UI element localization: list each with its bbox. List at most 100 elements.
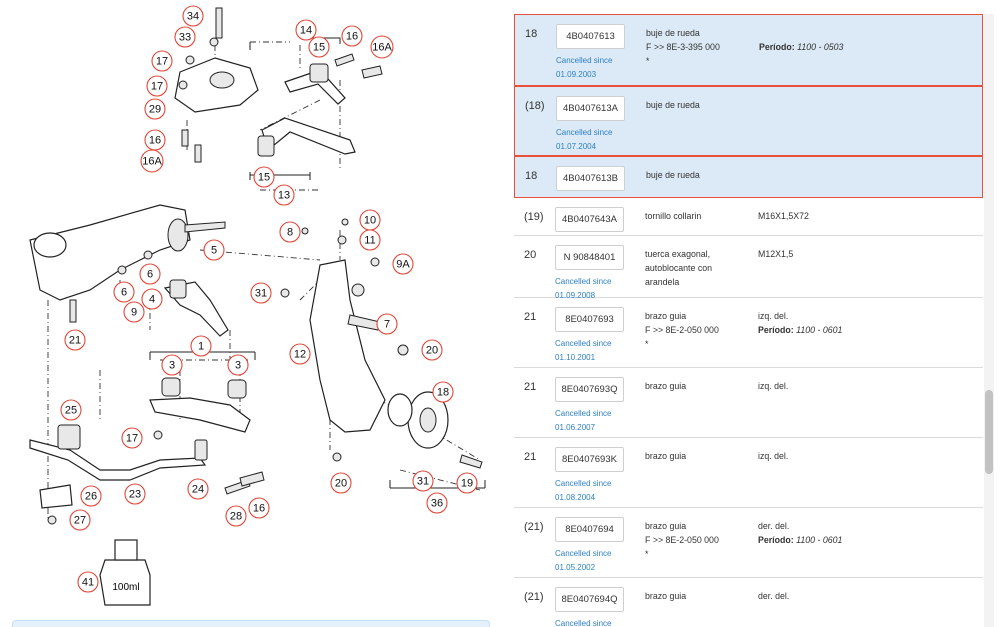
period-value: 1100 - 0601 <box>796 325 843 335</box>
part-number-button[interactable]: 8E0407694Q <box>555 587 624 612</box>
callout-6[interactable]: 6 <box>113 281 135 303</box>
callout-5[interactable]: 5 <box>203 239 225 261</box>
exploded-diagram[interactable]: 100ml 343314151616A1717291616A1513810119… <box>0 0 500 627</box>
callout-16a[interactable]: 16A <box>370 35 394 59</box>
callout-17[interactable]: 17 <box>121 427 143 449</box>
callout-28[interactable]: 28 <box>225 505 247 527</box>
callout-16[interactable]: 16 <box>341 25 363 47</box>
callout-18[interactable]: 18 <box>432 381 454 403</box>
callout-41[interactable]: 41 <box>77 571 99 593</box>
callout-31[interactable]: 31 <box>250 282 272 304</box>
svg-text:3: 3 <box>235 360 241 372</box>
callout-25[interactable]: 25 <box>60 399 82 421</box>
callout-29[interactable]: 29 <box>144 98 166 120</box>
svg-text:18: 18 <box>437 387 449 399</box>
description-line-2: F >> 8E-2-050 000 <box>645 325 719 335</box>
part-number-button[interactable]: N 90848401 <box>555 245 624 270</box>
part-spec: Período: 1100 - 0503 <box>759 26 979 54</box>
spec-text: izq. del. <box>758 381 789 391</box>
svg-text:8: 8 <box>287 227 293 239</box>
callout-19[interactable]: 19 <box>456 472 478 494</box>
callout-9a[interactable]: 9A <box>392 253 414 275</box>
callout-3[interactable]: 3 <box>227 354 249 376</box>
callout-17[interactable]: 17 <box>146 75 168 97</box>
part-position: 21 <box>524 311 537 323</box>
svg-text:23: 23 <box>129 489 141 501</box>
part-row[interactable]: 18 4B0407613B buje de rueda <box>514 156 983 198</box>
callout-16[interactable]: 16 <box>144 129 166 151</box>
callout-34[interactable]: 34 <box>182 5 204 27</box>
description-line-1: brazo guia <box>645 311 687 321</box>
svg-text:1: 1 <box>198 341 204 353</box>
callout-13[interactable]: 13 <box>273 184 295 206</box>
part-number-button[interactable]: 8E0407693K <box>555 447 624 472</box>
description-line-1: buje de rueda <box>646 170 700 180</box>
callout-17[interactable]: 17 <box>151 50 173 72</box>
callout-14[interactable]: 14 <box>295 19 317 41</box>
part-number-button[interactable]: 4B0407613 <box>556 24 625 49</box>
cancelled-link[interactable]: Cancelled since <box>555 617 625 627</box>
callout-24[interactable]: 24 <box>187 478 209 500</box>
svg-text:20: 20 <box>426 345 438 357</box>
scrollbar-track[interactable] <box>984 14 994 627</box>
callout-23[interactable]: 23 <box>124 483 146 505</box>
callout-9[interactable]: 9 <box>123 301 145 323</box>
callout-3[interactable]: 3 <box>161 354 183 376</box>
svg-text:9: 9 <box>131 307 137 319</box>
info-bar <box>12 620 490 627</box>
part-number-button[interactable]: 4B0407613A <box>556 96 625 121</box>
part-number-button[interactable]: 4B0407613B <box>556 166 625 191</box>
callout-21[interactable]: 21 <box>64 329 86 351</box>
callout-16a[interactable]: 16A <box>140 149 164 173</box>
callout-33[interactable]: 33 <box>174 26 196 48</box>
part-number-button[interactable]: 8E0407693Q <box>555 377 624 402</box>
part-number-button[interactable]: 4B0407643A <box>555 207 624 232</box>
callout-20[interactable]: 20 <box>330 472 352 494</box>
part-description: buje de rueda <box>646 98 741 112</box>
spec-text: der. del. <box>758 591 790 601</box>
part-number-button[interactable]: 8E0407693 <box>555 307 624 332</box>
part-position: 18 <box>525 170 538 182</box>
callout-8[interactable]: 8 <box>279 221 301 243</box>
callout-27[interactable]: 27 <box>69 509 91 531</box>
callout-7[interactable]: 7 <box>376 313 398 335</box>
description-line-3: * <box>645 549 649 559</box>
callout-20[interactable]: 20 <box>421 339 443 361</box>
period-value: 1100 - 0503 <box>797 42 844 52</box>
callout-1[interactable]: 1 <box>190 335 212 357</box>
callout-15[interactable]: 15 <box>308 36 330 58</box>
callout-12[interactable]: 12 <box>289 343 311 365</box>
callout-36[interactable]: 36 <box>426 492 448 514</box>
callout-15[interactable]: 15 <box>253 166 275 188</box>
part-number-button[interactable]: 8E0407694 <box>555 517 624 542</box>
callout-11[interactable]: 11 <box>359 229 381 251</box>
callout-4[interactable]: 4 <box>141 288 163 310</box>
cancelled-date: 01.08.2004 <box>555 493 596 502</box>
part-position: 21 <box>524 451 537 463</box>
callout-31[interactable]: 31 <box>412 470 434 492</box>
callout-10[interactable]: 10 <box>359 209 381 231</box>
svg-text:6: 6 <box>147 269 153 281</box>
svg-text:19: 19 <box>461 478 473 490</box>
callout-6[interactable]: 6 <box>139 263 161 285</box>
svg-text:36: 36 <box>431 498 443 510</box>
scrollbar-thumb[interactable] <box>985 390 993 474</box>
callout-16[interactable]: 16 <box>248 497 270 519</box>
callout-26[interactable]: 26 <box>80 485 102 507</box>
